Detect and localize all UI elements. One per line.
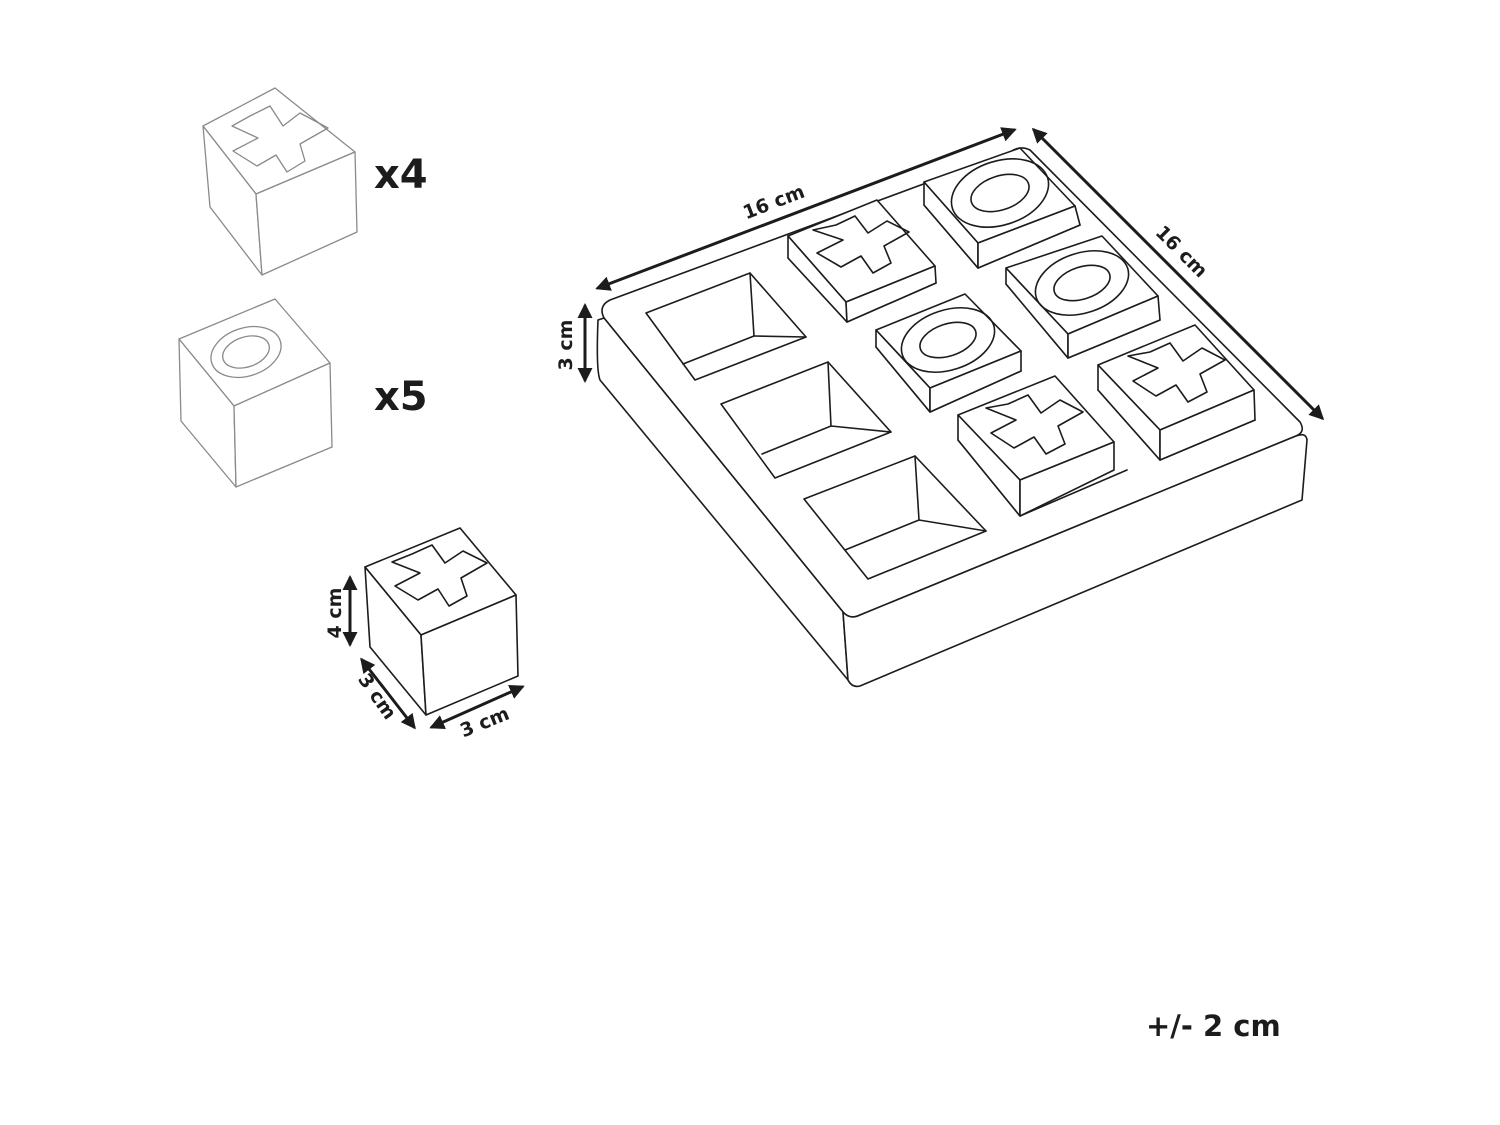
piece-depth-label: 3 cm [353, 669, 400, 723]
board-cell-empty [803, 455, 987, 580]
x-piece-count: x4 [374, 152, 428, 198]
o-piece-sample [178, 298, 333, 488]
x-piece-dimensioned [342, 527, 525, 730]
board-piece-o [875, 293, 1022, 413]
x-mark-icon [231, 105, 329, 173]
board-height-label: 3 cm [555, 320, 577, 371]
o-mark-icon [900, 307, 996, 373]
game-board [577, 127, 1325, 688]
board-width-label: 16 cm [740, 181, 808, 225]
tolerance-note: +/- 2 cm [1146, 1009, 1281, 1043]
x-mark-icon [391, 544, 488, 607]
piece-height-label: 4 cm [324, 588, 346, 639]
piece-width-label: 3 cm [457, 703, 512, 742]
board-cell-empty [720, 361, 892, 479]
o-mark-icon [210, 325, 282, 379]
board-depth-label: 16 cm [1151, 221, 1212, 282]
o-piece-count: x5 [374, 374, 428, 420]
x-piece-sample [202, 87, 358, 276]
